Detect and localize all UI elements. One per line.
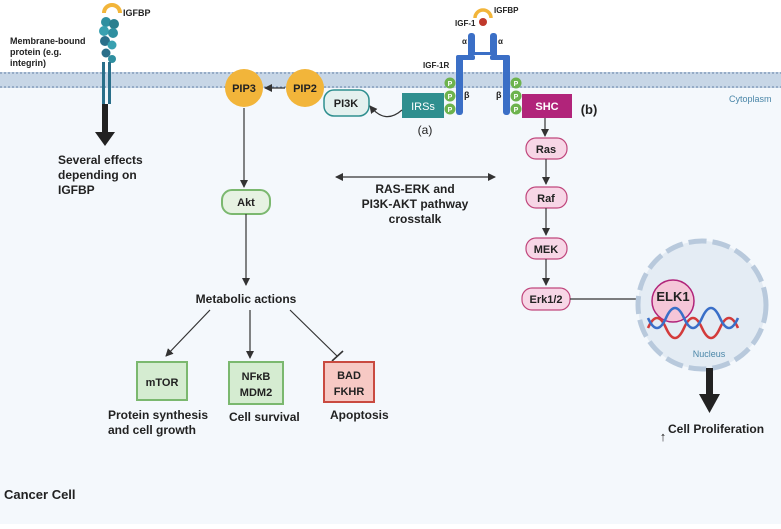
irss-label: IRSs: [411, 101, 435, 113]
membrane-bound-protein-icon: [99, 3, 122, 104]
shc-label: SHC: [535, 101, 558, 113]
mdm2-label: MDM2: [240, 387, 272, 399]
nucleus-label: Nucleus: [693, 349, 726, 359]
erk-label: Erk1/2: [529, 294, 562, 306]
pip3-label: PIP3: [232, 83, 256, 95]
metabolic-inhibits-bad-line: [289, 309, 338, 357]
mek-label: MEK: [534, 244, 559, 256]
pi3k-node: [323, 89, 370, 117]
effects-label-1: Several effects: [58, 153, 143, 167]
mtor-box: [136, 361, 188, 401]
alpha-right-label: α: [498, 37, 503, 46]
svg-text:P: P: [514, 94, 519, 101]
svg-text:P: P: [448, 81, 453, 88]
effects-label-2: depending on: [58, 168, 137, 182]
alpha-left-label: α: [462, 37, 467, 46]
ras-label: Ras: [536, 144, 556, 156]
cell-membrane: [0, 72, 781, 88]
crosstalk-label-3: crosstalk: [389, 212, 442, 226]
shc-box: [522, 94, 572, 118]
membrane-protein-label-1: Membrane-bound: [10, 36, 86, 46]
svg-text:P: P: [448, 107, 453, 114]
raf-label: Raf: [537, 193, 555, 205]
elk1-node: [651, 279, 695, 323]
crosstalk-label-1: RAS-ERK and: [375, 182, 454, 196]
igfbp-right-label: IGFBP: [494, 6, 519, 15]
svg-text:P: P: [514, 81, 519, 88]
irss-to-pi3k-arrow: [369, 105, 403, 118]
inhibition-bar: [331, 350, 344, 362]
svg-text:P: P: [448, 94, 453, 101]
beta-right-label: β: [496, 90, 502, 100]
metabolic-to-mtor-arrow: [165, 309, 211, 357]
phospho-right: P P P: [510, 77, 522, 115]
membrane-protein-label-3: integrin): [10, 58, 46, 68]
bad-label: BAD: [337, 370, 361, 382]
igf1-label: IGF-1: [455, 19, 476, 28]
igfbp-left-label: IGFBP: [123, 8, 151, 18]
membrane-protein-label-2: protein (e.g.: [10, 47, 62, 57]
nucleus: [635, 238, 769, 372]
svg-text:P: P: [514, 107, 519, 114]
label-b: (b): [581, 102, 598, 117]
cytoplasm-label: Cytoplasm: [729, 94, 772, 104]
protein-synthesis-label-2: and cell growth: [108, 423, 196, 437]
elk1-label: ELK1: [656, 289, 689, 304]
cell-survival-label: Cell survival: [229, 410, 300, 424]
nfkb-mdm2-box: [228, 361, 284, 405]
pip2-label: PIP2: [293, 83, 317, 95]
phospho-left: P P P: [444, 77, 456, 115]
label-a: (a): [418, 123, 433, 137]
cell-proliferation-label: Cell Proliferation: [668, 422, 764, 436]
effects-label-3: IGFBP: [58, 183, 95, 197]
proliferation-down-arrow: [699, 368, 720, 413]
bad-fkhr-box: [323, 361, 375, 403]
nfkb-label: NFκB: [242, 371, 271, 383]
pi3k-label: PI3K: [334, 98, 359, 110]
metabolic-actions-label: Metabolic actions: [196, 292, 297, 306]
dna-strand-red: [646, 316, 740, 340]
igf1r-receptor-icon: [456, 8, 510, 115]
pip3-node: [225, 69, 263, 107]
igf1r-label: IGF-1R: [423, 61, 449, 70]
apoptosis-label: Apoptosis: [330, 408, 389, 422]
crosstalk-label-2: PI3K-AKT pathway: [362, 197, 469, 211]
mtor-label: mTOR: [146, 377, 179, 389]
proliferation-up-arrow-icon: ↑: [660, 429, 667, 444]
pip2-node: [286, 69, 324, 107]
protein-synthesis-label-1: Protein synthesis: [108, 408, 208, 422]
fkhr-label: FKHR: [334, 386, 365, 398]
akt-label: Akt: [237, 197, 255, 209]
dna-strand-blue: [646, 306, 740, 330]
beta-left-label: β: [464, 90, 470, 100]
effects-down-arrow: [95, 104, 115, 146]
irss-box: [402, 93, 444, 118]
cancer-cell-label: Cancer Cell: [4, 487, 76, 502]
